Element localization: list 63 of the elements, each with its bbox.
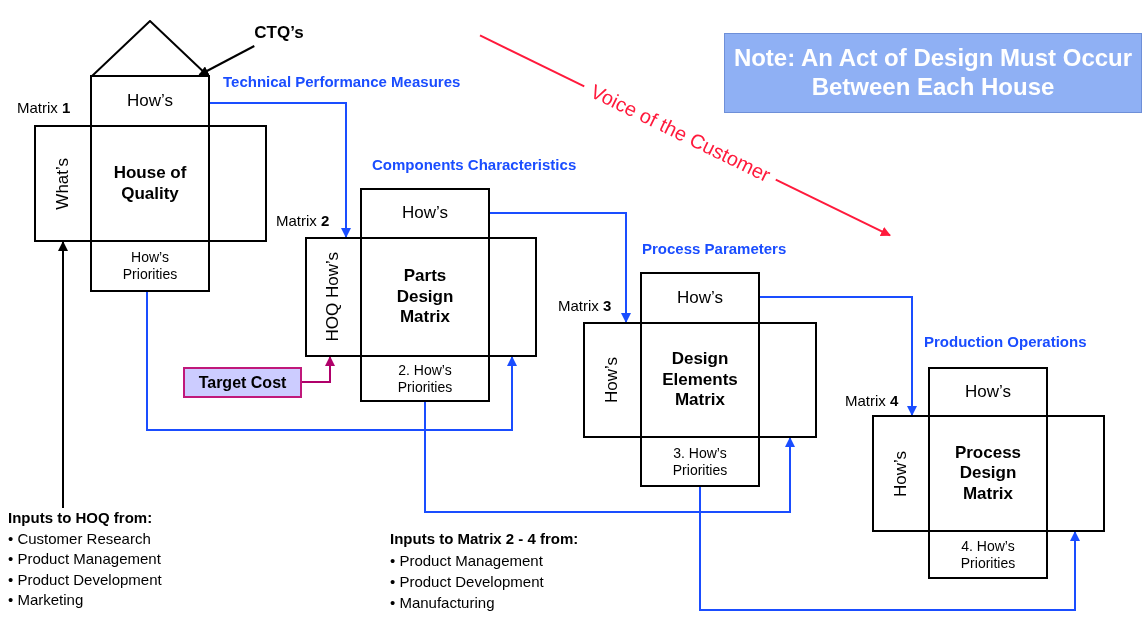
list-item: • Product Development xyxy=(8,569,162,590)
cell-text: How’s Priorities xyxy=(121,249,179,283)
matrix-cell xyxy=(872,415,930,532)
empty-matrix-cell xyxy=(1046,415,1105,532)
connector-arrow xyxy=(146,291,517,431)
matrix-number-label: Matrix 3 xyxy=(558,297,612,314)
matrix-number-label: Matrix 1 xyxy=(17,99,71,116)
connector-arrow xyxy=(489,212,631,323)
matrix-cell xyxy=(90,240,210,292)
cell-text: 4. How’s Priorities xyxy=(959,537,1017,572)
target-cost-box xyxy=(183,367,302,398)
matrix-number-label: Matrix 2 xyxy=(276,212,330,229)
matrix-title: House of Quality xyxy=(112,163,188,204)
list-heading: Inputs to Matrix 2 - 4 from: xyxy=(390,530,579,547)
cell-text: Target Cost xyxy=(198,372,287,393)
list-item: • Product Development xyxy=(390,573,544,590)
cell-text: How’s xyxy=(127,90,173,112)
list-item: • Product Management xyxy=(8,549,161,569)
rotated-label: How’s xyxy=(602,357,623,403)
matrix-cell xyxy=(305,237,362,357)
callout-text: CTQ’s xyxy=(254,22,304,44)
cell-text: 2. How’s Priorities xyxy=(396,361,454,396)
matrix-title: Process Design Matrix xyxy=(953,442,1023,505)
list-heading: Inputs to HOQ from: xyxy=(8,508,153,528)
rotated-label: What’s xyxy=(52,157,73,210)
list-item: • Customer Research xyxy=(8,528,151,549)
cell-text: 3. How’s Priorities xyxy=(671,444,729,479)
matrix-cell xyxy=(360,188,490,239)
list-item: • Product Management xyxy=(390,552,543,569)
empty-matrix-cell xyxy=(488,237,537,357)
matrix-cell xyxy=(640,436,760,487)
cell-text: How’s xyxy=(677,287,723,309)
connector-arrow xyxy=(198,45,256,76)
matrix-title: Parts Design Matrix xyxy=(395,266,455,328)
section-heading: Technical Performance Measures xyxy=(223,73,461,90)
list-item: • Manufacturing xyxy=(390,594,495,611)
matrix-number-label: Matrix 4 xyxy=(845,392,899,409)
section-heading: Components Characteristics xyxy=(372,156,577,173)
matrix-cell xyxy=(640,272,760,324)
connector-arrow xyxy=(209,102,351,238)
matrix-cell xyxy=(928,367,1048,417)
empty-matrix-cell xyxy=(758,322,817,438)
section-heading: Production Operations xyxy=(924,333,1087,350)
note-text: Note: An Act of Design Must Occur Between Each House xyxy=(733,44,1133,102)
cell-text: How’s xyxy=(402,203,448,224)
matrix-cell xyxy=(34,125,92,242)
matrix-title: Design Elements Matrix xyxy=(661,349,739,411)
connector-arrow xyxy=(699,486,1080,611)
matrix-cell xyxy=(360,355,490,402)
matrix-cell xyxy=(583,322,642,438)
matrix-cell xyxy=(90,75,210,127)
matrix-cell xyxy=(928,530,1048,579)
note-box xyxy=(724,33,1142,113)
rotated-label: How’s xyxy=(890,450,911,497)
list-item: • Marketing xyxy=(8,590,84,610)
rotated-label: HOQ How’s xyxy=(323,252,344,342)
connector-arrow xyxy=(424,401,795,513)
connector-arrow xyxy=(759,296,917,416)
cell-text: How’s xyxy=(965,381,1011,403)
empty-matrix-cell xyxy=(208,125,267,242)
connector-arrow xyxy=(58,241,68,509)
section-heading: Process Parameters xyxy=(642,240,787,257)
connector-arrow xyxy=(301,356,335,383)
